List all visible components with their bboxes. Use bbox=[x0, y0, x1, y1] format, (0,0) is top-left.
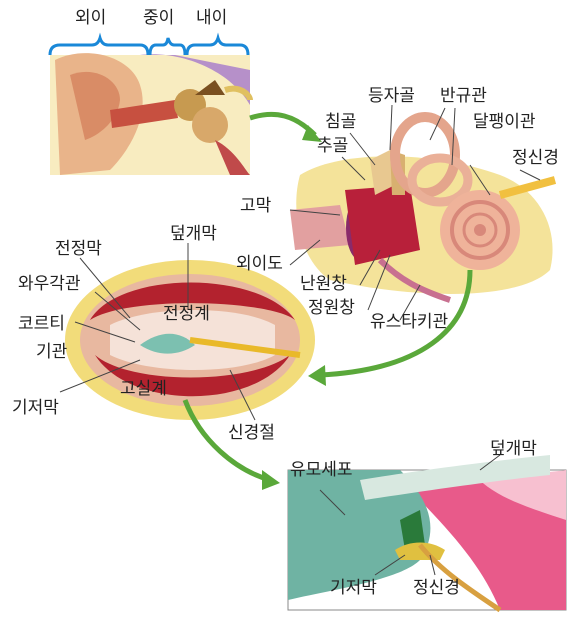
inner-ear-brace bbox=[187, 38, 248, 55]
label-cochlear-duct: 와우각관 bbox=[18, 276, 81, 293]
label-tectorial-membrane-top: 덮개막 bbox=[170, 226, 217, 243]
label-acoustic-nerve-top: 정신경 bbox=[512, 150, 559, 167]
arrowhead-3 bbox=[262, 470, 280, 490]
label-semicircular-canals: 반규관 bbox=[440, 88, 487, 105]
label-incus: 침골 bbox=[325, 114, 356, 131]
whole-ear-illustration bbox=[50, 53, 250, 175]
label-vestibular-membrane: 전정막 bbox=[55, 241, 102, 258]
label-eustachian-tube: 유스타키관 bbox=[370, 314, 448, 331]
label-scala-vestibuli: 전정계 bbox=[163, 306, 210, 323]
label-ear-canal: 외이도 bbox=[236, 256, 283, 273]
label-basilar-membrane-bottom: 기저막 bbox=[330, 580, 377, 597]
label-stapes: 등자골 bbox=[368, 88, 415, 105]
arrowhead-2 bbox=[308, 365, 326, 386]
label-round-window: 난원창 bbox=[300, 276, 347, 293]
label-spiral-ganglion: 신경절 bbox=[228, 425, 275, 442]
label-eardrum: 고막 bbox=[240, 198, 271, 215]
label-cochlea: 달팽이관 bbox=[473, 114, 536, 131]
middle-ear-brace bbox=[150, 38, 185, 55]
label-tectorial-membrane-bottom: 덮개막 bbox=[490, 441, 537, 458]
label-acoustic-nerve-bottom: 정신경 bbox=[413, 580, 460, 597]
outer-ear-brace bbox=[50, 38, 148, 55]
region-braces bbox=[50, 38, 248, 55]
label-outer-ear: 외이 bbox=[75, 10, 106, 27]
label-basilar-membrane-left: 기저막 bbox=[12, 400, 59, 417]
label-inner-ear: 내이 bbox=[196, 10, 227, 27]
label-organ-of-corti-line2: 기관 bbox=[36, 344, 67, 361]
label-organ-of-corti-line1: 코르티 bbox=[18, 316, 65, 333]
label-malleus: 추골 bbox=[317, 138, 348, 155]
label-middle-ear: 중이 bbox=[143, 10, 174, 27]
label-hair-cell: 유모세포 bbox=[290, 462, 353, 479]
label-oval-window: 정원창 bbox=[308, 300, 355, 317]
label-scala-tympani: 고실계 bbox=[120, 381, 167, 398]
